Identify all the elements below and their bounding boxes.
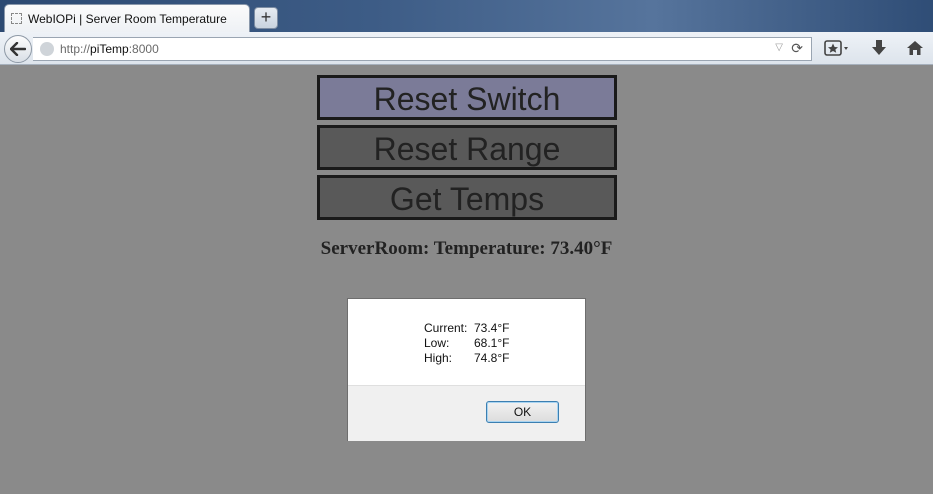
reload-icon[interactable]: ⟳ (791, 40, 803, 56)
back-arrow-icon (10, 42, 26, 56)
temperature-status-text: ServerRoom: Temperature: 73.40°F (320, 238, 613, 259)
browser-tab-bar: WebIOPi | Server Room Temperature + (0, 0, 933, 32)
low-label: Low: (424, 336, 450, 350)
url-port: :8000 (128, 42, 159, 56)
history-dropdown-icon[interactable]: ▽ (775, 42, 783, 53)
back-button[interactable] (4, 35, 32, 63)
alert-dialog: Current: 73.4°F Low: 68.1°F High: 74.8°F… (347, 298, 586, 441)
page-favicon-icon (11, 13, 22, 24)
bookmarks-menu-icon[interactable] (824, 39, 850, 62)
downloads-icon[interactable] (871, 39, 887, 62)
high-label: High: (424, 351, 453, 365)
ok-button[interactable]: OK (486, 401, 559, 423)
address-bar[interactable]: http://piTemp:8000 ▽ ⟳ (33, 37, 812, 61)
reset-switch-button[interactable]: Reset Switch (317, 75, 617, 120)
alert-message: Current: 73.4°F Low: 68.1°F High: 74.8°F (424, 321, 509, 366)
current-value: 73.4°F (474, 321, 510, 335)
browser-tab[interactable]: WebIOPi | Server Room Temperature (4, 4, 250, 32)
url-host: piTemp (90, 42, 129, 56)
site-identity-globe-icon (40, 42, 54, 56)
high-temp-row: High: 74.8°F (424, 351, 509, 366)
low-temp-row: Low: 68.1°F (424, 336, 509, 351)
low-value: 68.1°F (474, 336, 510, 350)
new-tab-button[interactable]: + (254, 7, 278, 29)
tab-title: WebIOPi | Server Room Temperature (28, 11, 227, 26)
url-text: http://piTemp:8000 (60, 42, 159, 56)
home-icon[interactable] (906, 39, 924, 62)
url-scheme: http:// (60, 42, 91, 56)
current-label: Current: (424, 321, 468, 335)
high-value: 74.8°F (474, 351, 510, 365)
get-temps-button[interactable]: Get Temps (317, 175, 617, 220)
current-temp-row: Current: 73.4°F (424, 321, 509, 336)
alert-dialog-footer: OK (348, 385, 585, 441)
navigation-toolbar: http://piTemp:8000 ▽ ⟳ (0, 32, 933, 65)
reset-range-button[interactable]: Reset Range (317, 125, 617, 170)
